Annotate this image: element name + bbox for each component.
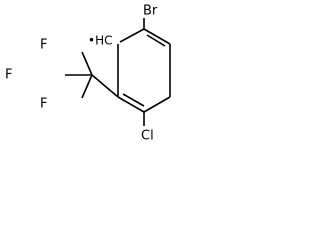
- bromine-atom-label: Br: [143, 4, 158, 19]
- bond-cf3-fluorine-top: [81, 51, 93, 76]
- fluorine-top-atom-label: F: [40, 38, 47, 53]
- bond-c2-c3: [143, 28, 171, 45]
- fluorine-bottom-atom-label: F: [40, 97, 47, 112]
- chlorine-atom-label: Cl: [141, 129, 154, 144]
- bond-c6-cf3: [91, 74, 119, 98]
- bond-cf3-fluorine-bottom: [81, 74, 93, 99]
- fluorine-left-atom-label: F: [5, 68, 12, 83]
- bond-c5-c6-double: [122, 93, 145, 107]
- radical-center-label: •HC: [88, 34, 112, 48]
- bond-c1-c2: [119, 28, 145, 43]
- molecule-structure: Br Cl F F F •HC: [0, 0, 179, 155]
- bond-c2-c3-double: [146, 34, 166, 47]
- bond-c5-c6: [117, 96, 145, 113]
- bond-c4-c5: [143, 96, 171, 113]
